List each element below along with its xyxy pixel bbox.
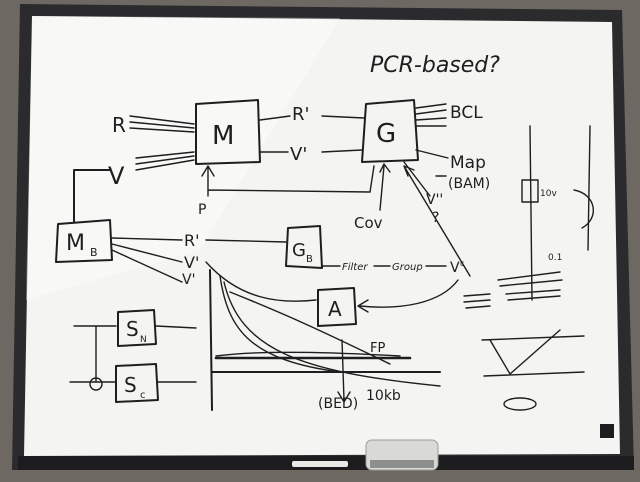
label-v-prime-b: V' <box>184 253 199 272</box>
eraser-base <box>370 460 434 468</box>
edge-m-g-bottom <box>259 149 363 153</box>
vc-to-g-line <box>403 165 471 277</box>
v-to-mb-line <box>73 169 111 223</box>
heading-text: PCR-based? <box>370 53 500 78</box>
box-sc <box>115 363 159 403</box>
box-sn <box>117 309 157 347</box>
label-r-prime: R' <box>292 104 309 125</box>
label-p: P <box>198 202 206 218</box>
vprime-to-a-curve <box>205 261 317 302</box>
label-v-double-prime: V'' <box>426 192 443 208</box>
box-gb-label: G <box>292 240 306 261</box>
box-m-label: M <box>212 121 234 151</box>
vc-to-a-curve <box>357 279 459 313</box>
label-v-prime: V' <box>290 144 307 165</box>
label-cov: Cov <box>354 214 383 232</box>
box-sc-sub: c <box>140 390 146 401</box>
label-vc: V <box>450 260 460 276</box>
label-bam: (BAM) <box>448 176 490 192</box>
plot-curve-2 <box>223 281 441 387</box>
box-mb-label: M <box>66 231 85 256</box>
plot-curve-3 <box>229 291 391 365</box>
box-mb <box>55 219 113 263</box>
label-bed: (BED) <box>318 396 358 412</box>
label-map: Map <box>450 153 486 173</box>
label-v-prime-b2: V' <box>182 272 195 288</box>
v-input-lines <box>135 151 195 171</box>
p-feedback-loop <box>201 165 375 197</box>
label-r-prime-b: R' <box>184 231 200 250</box>
plot-marker-line <box>337 339 351 403</box>
flow-step-filter: Filter <box>342 262 368 273</box>
map-output-line <box>415 149 449 159</box>
plot-curve-1 <box>219 275 341 373</box>
box-a <box>317 287 357 327</box>
box-gb-sub: B <box>306 254 313 265</box>
box-sc-label: S <box>124 373 137 397</box>
flow-step-group: Group <box>392 262 423 273</box>
label-bcl: BCL <box>450 103 483 123</box>
corner-sticker <box>600 424 614 438</box>
side-label-10v: 10v <box>540 189 557 199</box>
r-input-lines <box>129 115 195 133</box>
plot-curve-4 <box>215 351 401 357</box>
box-m <box>195 99 261 165</box>
label-size: 10kb <box>366 388 401 404</box>
box-g-label: G <box>376 119 396 149</box>
label-v: V <box>108 162 125 190</box>
label-r: R <box>112 113 126 137</box>
s-box-wiring <box>69 325 197 391</box>
box-mb-sub: B <box>90 246 98 259</box>
marker-pen <box>292 461 348 467</box>
label-fp: FP <box>370 341 385 356</box>
bcl-output-lines <box>415 103 447 127</box>
box-sn-sub: N <box>140 335 147 345</box>
side-label-0-1: 0.1 <box>548 253 562 263</box>
edge-m-g-top <box>259 115 365 121</box>
box-g <box>361 99 419 163</box>
mb-output-lines <box>111 237 287 283</box>
cov-arrow <box>379 163 391 211</box>
box-gb <box>285 225 323 269</box>
box-sn-label: S <box>126 317 139 341</box>
box-a-label: A <box>328 297 342 321</box>
right-side-sketch <box>463 125 595 411</box>
plot-y-axis <box>209 269 213 411</box>
